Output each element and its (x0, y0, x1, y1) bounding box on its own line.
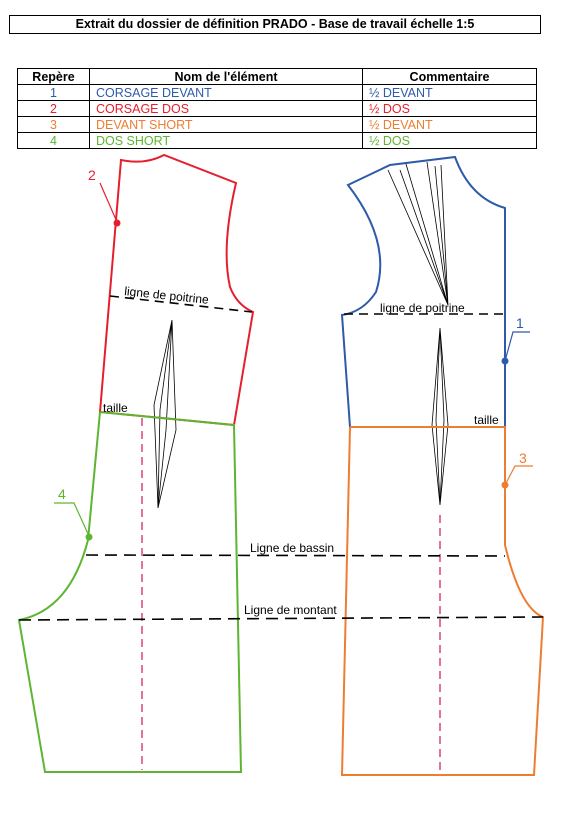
row-comment: ½ DEVANT (362, 84, 537, 101)
row-name: DOS SHORT (89, 132, 363, 149)
back-short-piece (17, 411, 243, 773)
row-comment: ½ DEVANT (362, 116, 537, 133)
marker-1-label: 1 (516, 315, 524, 331)
table-row: 3 DEVANT SHORT ½ DEVANT (17, 116, 537, 133)
marker-3-label: 3 (519, 450, 527, 466)
front-short-piece (340, 426, 545, 776)
row-comment: ½ DOS (362, 132, 537, 149)
marker-4: 4 (54, 486, 93, 541)
back-bodice-piece (98, 153, 255, 509)
back-bodice-outline (98, 153, 255, 427)
front-waist-dart (431, 327, 449, 506)
chest-line-back (109, 295, 253, 313)
front-bodice-darts (387, 161, 449, 306)
waist-label-back: taille (103, 401, 128, 415)
table-row: 1 CORSAGE DEVANT ½ DEVANT (17, 84, 537, 101)
marker-2-label: 2 (88, 167, 96, 183)
front-short-outline (340, 426, 545, 776)
marker-2: 2 (88, 167, 121, 227)
table-row: 4 DOS SHORT ½ DOS (17, 132, 537, 149)
marker-4-label: 4 (58, 486, 66, 502)
marker-3: 3 (501, 450, 533, 489)
hip-line (85, 554, 506, 557)
legend-table: Repère Nom de l'élément Commentaire 1 CO… (17, 68, 537, 149)
chest-line-label-back: ligne de poitrine (124, 284, 210, 307)
back-short-outline (17, 411, 243, 773)
marker-1: 1 (501, 315, 530, 365)
front-bodice-piece (340, 155, 506, 506)
document-title: Extrait du dossier de définition PRADO -… (9, 15, 541, 34)
legend-header-row: Repère Nom de l'élément Commentaire (17, 68, 537, 85)
front-bodice-outline (340, 155, 506, 428)
crotch-line-label: Ligne de montant (244, 603, 337, 617)
row-name: CORSAGE DOS (89, 100, 363, 117)
hip-line-label: Ligne de bassin (250, 541, 334, 555)
crotch-line (18, 616, 544, 621)
row-comment: ½ DOS (362, 100, 537, 117)
chest-line-label-front: ligne de poitrine (380, 301, 465, 315)
back-bodice-dart (153, 319, 177, 509)
waist-label-front: taille (474, 413, 499, 427)
